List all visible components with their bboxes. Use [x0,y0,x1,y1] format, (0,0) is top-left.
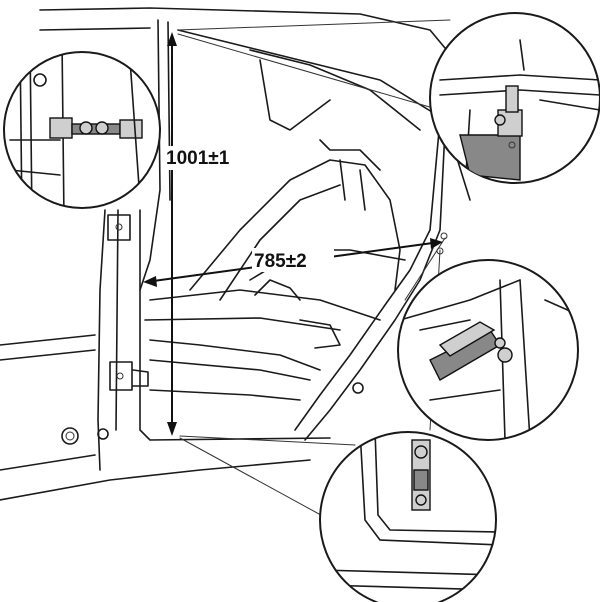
width-label-bg [252,248,334,272]
detail-view-upper-left [3,51,161,209]
height-label-bg [164,146,246,170]
width-dimension-label: 785±2 [254,251,307,272]
detail-view-upper-right [429,12,600,184]
detail-view-middle-right [397,259,579,441]
height-dimension-line [167,32,177,436]
detail-view-bottom-right [319,431,497,602]
height-dimension-label: 1001±1 [166,148,230,169]
